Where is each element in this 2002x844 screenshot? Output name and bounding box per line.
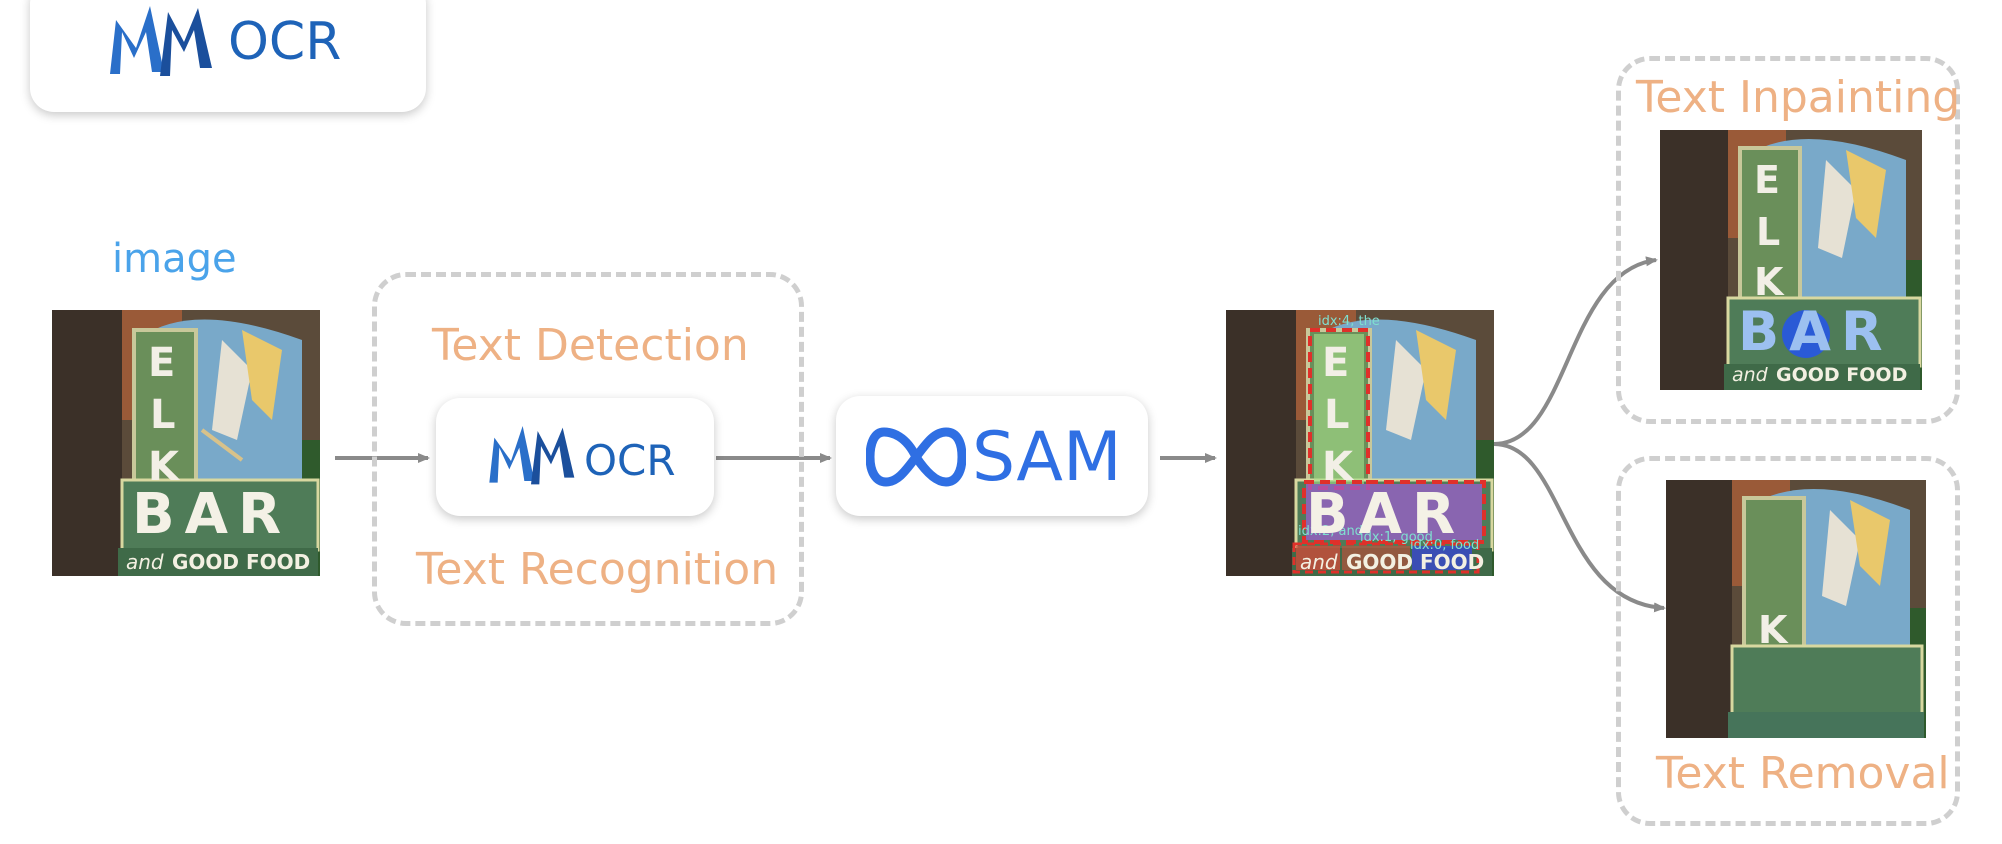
sign-tagline-script: and	[1300, 550, 1338, 574]
sign-letter-l: L	[150, 392, 176, 438]
detection-label-the: idx:4, the	[1318, 314, 1380, 329]
sign-tagline: GOOD FOOD	[172, 550, 311, 574]
removal-box	[1616, 456, 1960, 826]
text-recognition-label: Text Recognition	[416, 544, 779, 595]
ocr-stage-box	[372, 272, 804, 626]
sign-tagline-script: and	[126, 550, 164, 574]
sign-letter-e: E	[1754, 158, 1780, 202]
sign-bar-text: BAR	[132, 482, 292, 547]
inpainting-photo: E L K BAR and GOOD FOOD	[1660, 130, 1922, 390]
sign-bar-text: BAR	[1738, 300, 1893, 363]
meta-infinity-icon	[866, 427, 966, 487]
text-removal-label: Text Removal	[1656, 748, 1950, 799]
mm-logo-icon	[489, 426, 575, 485]
inpainting-box	[1616, 56, 1960, 424]
sign-letter-k: K	[1754, 260, 1784, 304]
detection-label-good: idx:1, good	[1360, 530, 1433, 545]
sign-letter-e: E	[148, 340, 176, 386]
logo-ocr-text: OCR	[228, 12, 342, 72]
mm-logo-icon	[110, 6, 212, 76]
mmocr-inner-card: OCR	[436, 398, 714, 516]
sign-bar-text: BAR	[1306, 482, 1466, 547]
sign-letter-k: K	[1758, 608, 1788, 652]
arrow-to-removal	[1493, 442, 1666, 613]
detection-label-food: idx:0, food	[1410, 538, 1480, 553]
detection-label-and: idx:2, and	[1298, 524, 1363, 539]
text-inpainting-label: Text Inpainting	[1636, 72, 1961, 123]
input-photo: E L K BAR and GOOD FOOD	[52, 310, 320, 576]
removal-photo: K	[1666, 480, 1926, 738]
sign-letter-k: K	[148, 444, 179, 490]
result-photo: idx:4, the idx:2, and idx:1, good idx:0,…	[1226, 310, 1494, 576]
inner-logo-ocr-text: OCR	[584, 436, 676, 485]
sign-tagline: GOOD FOOD	[1776, 364, 1908, 386]
sam-card: SAM	[836, 396, 1148, 516]
text-detection-label: Text Detection	[432, 320, 749, 371]
sign-tagline-script: and	[1732, 364, 1768, 386]
sign-tagline: GOOD FOOD	[1346, 550, 1485, 574]
mmocr-logo-card: OCR	[30, 0, 426, 112]
sam-text: SAM	[972, 418, 1122, 497]
input-image-label: image	[112, 236, 237, 282]
sign-letter-k: K	[1322, 444, 1353, 490]
sign-letter-l: L	[1756, 210, 1781, 254]
sign-letter-e: E	[1322, 340, 1350, 386]
sign-letter-l: L	[1324, 392, 1350, 438]
arrow-to-inpainting	[1493, 256, 1658, 446]
